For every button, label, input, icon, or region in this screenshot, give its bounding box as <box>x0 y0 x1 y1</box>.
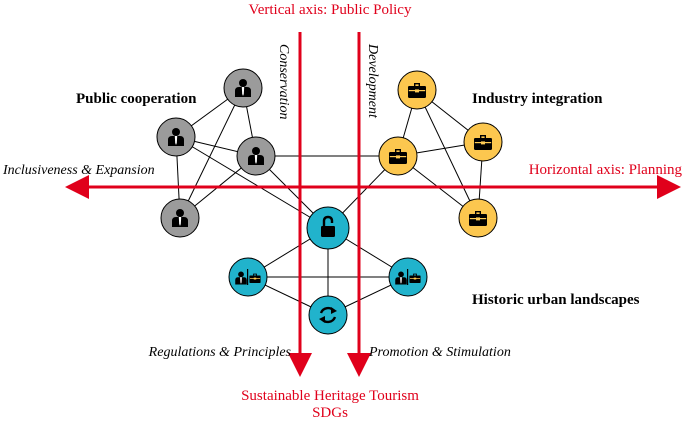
regulations-label: Regulations & Principles <box>148 345 292 360</box>
public-node-bottom <box>160 198 200 238</box>
development-label: Development <box>365 43 380 119</box>
industry-node-right <box>463 122 503 162</box>
person-briefcase-icon <box>395 269 421 285</box>
urban-node-hub <box>306 206 350 250</box>
urban-node-right <box>388 257 428 297</box>
promotion-label: Promotion & Stimulation <box>368 345 511 360</box>
conservation-label: Conservation <box>276 44 291 119</box>
public-node-center <box>236 136 276 176</box>
public-cooperation-label: Public cooperation <box>76 91 197 107</box>
industry-node-top <box>397 70 437 110</box>
urban-node-left <box>228 257 268 297</box>
industry-node-center <box>378 136 418 176</box>
industry-node-bottom <box>458 198 498 238</box>
urban-node-bottom <box>308 295 348 335</box>
vertical-axis-label: Vertical axis: Public Policy <box>249 2 412 18</box>
public-node-left <box>156 117 196 157</box>
horizontal-axis-label: Horizontal axis: Planning <box>529 162 683 178</box>
person-briefcase-icon <box>235 269 261 285</box>
bottom-title-line2: SDGs <box>312 405 348 421</box>
public-node-top <box>223 68 263 108</box>
inclusiveness-label: Inclusiveness & Expansion <box>2 163 155 178</box>
historic-urban-label: Historic urban landscapes <box>472 292 640 308</box>
network-edges <box>175 87 484 316</box>
bottom-title-line1: Sustainable Heritage Tourism <box>241 388 419 404</box>
unlock-icon <box>321 215 335 237</box>
industry-integration-label: Industry integration <box>472 91 603 107</box>
